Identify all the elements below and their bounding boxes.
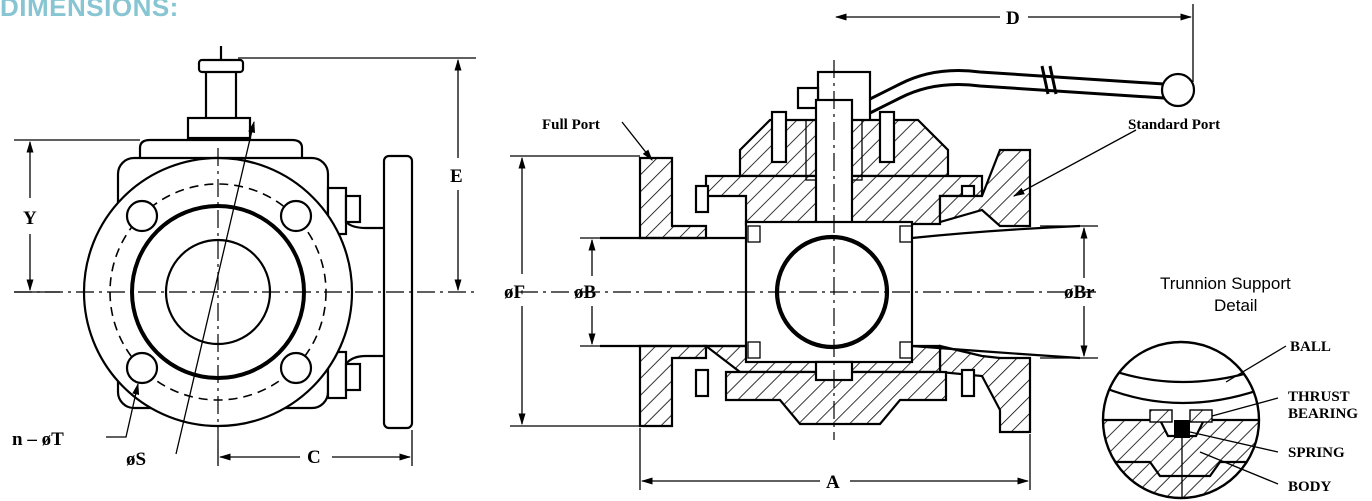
label-full-port: Full Port [542,117,600,133]
label-standard-port: Standard Port [1128,117,1220,133]
right-flange-bottom [938,344,1032,434]
detail-label-bearing: BEARING [1288,406,1358,422]
right-flange-top [938,148,1032,228]
dimension-c: C [217,430,413,468]
detail-label-spring: SPRING [1288,445,1345,461]
detail-title-line2: Detail [1214,296,1257,315]
trunnion-support-detail: Trunnion Support Detail BALL THRUST BEAR… [1101,274,1358,500]
bonnet-bolt [770,110,788,164]
front-view [14,46,478,455]
detail-label-body: BODY [1288,479,1332,495]
body-bolt [960,368,976,398]
label-n-t: n – øT [12,429,64,450]
stem-set-screw [796,86,820,110]
side-bolt-bottom [344,362,362,392]
page-title: DIMENSIONS: [0,0,179,22]
detail-title-line1: Trunnion Support [1160,274,1291,293]
label-c: C [307,447,321,468]
gland-flange [186,116,252,140]
dimension-f: øF [504,155,640,427]
side-bolt-top [344,194,362,224]
label-s: øS [126,449,146,470]
dimension-br: øBr [1040,225,1098,359]
label-f: øF [504,282,525,303]
label-a: A [826,472,840,493]
dimension-e: E [238,57,476,292]
bonnet [138,138,304,162]
body-bolt [694,184,710,214]
dimension-b: øB [574,237,640,347]
label-d: D [1006,8,1020,29]
bolt-hole [125,199,159,233]
section-view [520,60,1196,440]
label-y: Y [23,208,37,229]
body-bolt [694,368,710,398]
dimension-d: D [834,4,1194,82]
label-b: øB [574,282,597,303]
bolt-hole [279,199,313,233]
bonnet-bolt [878,110,896,164]
dimension-a: A [639,428,1031,493]
dimension-y: Y [14,139,140,293]
detail-label-ball: BALL [1290,339,1331,355]
label-e: E [450,166,463,187]
label-br: øBr [1064,282,1095,303]
stem-nut [197,58,245,74]
bolt-hole [279,351,313,385]
lever-knob [1160,72,1196,108]
bolt-hole [125,351,159,385]
bottom-cap-section [724,370,948,426]
detail-label-thrust: THRUST [1288,389,1350,405]
